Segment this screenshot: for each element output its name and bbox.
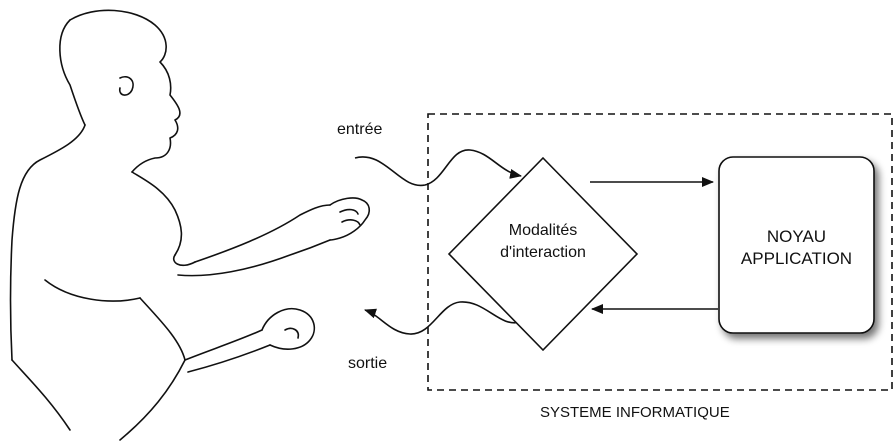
core-label-line2: APPLICATION bbox=[740, 249, 853, 268]
modalities-diamond bbox=[447, 156, 639, 352]
core-label: NOYAU APPLICATION bbox=[719, 226, 874, 270]
core-application-box bbox=[718, 156, 875, 334]
modalities-label-line1: Modalités bbox=[508, 222, 578, 239]
modalities-label: Modalités d'interaction bbox=[463, 220, 623, 264]
input-arrow bbox=[354, 149, 522, 187]
output-arrow bbox=[364, 301, 521, 335]
core-label-line1: NOYAU bbox=[766, 227, 827, 246]
system-boundary bbox=[427, 113, 893, 391]
person-icon bbox=[9, 9, 371, 441]
modalities-label-line2: d'interaction bbox=[500, 244, 586, 261]
input-label: entrée bbox=[337, 121, 383, 138]
system-label: SYSTEME INFORMATIQUE bbox=[540, 404, 730, 421]
output-label: sortie bbox=[348, 355, 388, 372]
